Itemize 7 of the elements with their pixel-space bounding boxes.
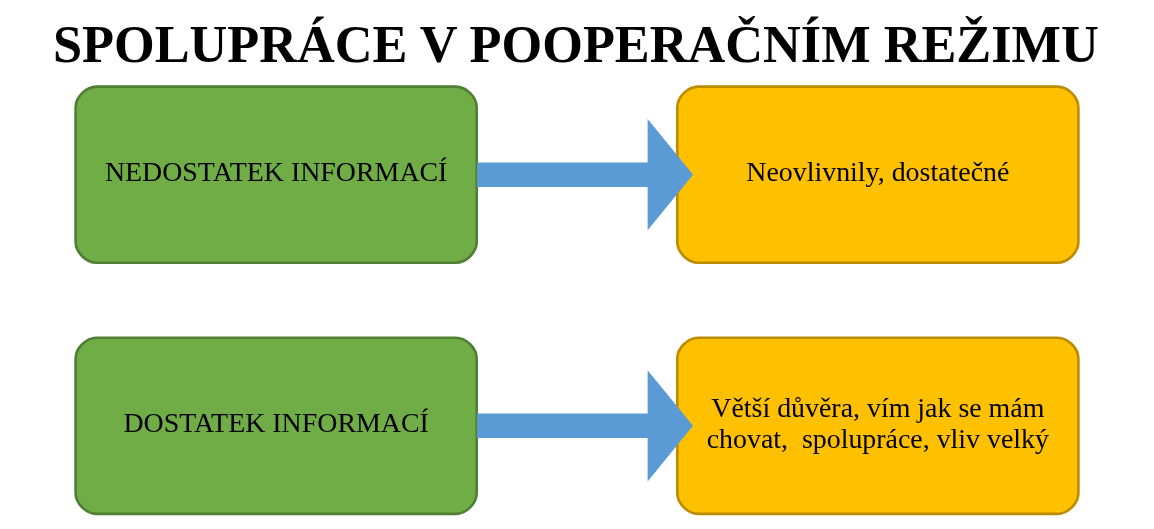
node-box: Větší důvěra, vím jak se mám chovat, spolupráce, vliv velký — [675, 336, 1080, 516]
node-box: Neovlivnily, dostatečné — [675, 85, 1080, 265]
diagram-title: SPOLUPRÁCE V POOPERAČNÍM REŽIMU — [52, 15, 1099, 74]
arrow — [477, 119, 694, 231]
node-box: NEDOSTATEK INFORMACÍ — [74, 85, 479, 265]
node-box: DOSTATEK INFORMACÍ — [74, 336, 479, 516]
arrow — [477, 370, 694, 482]
